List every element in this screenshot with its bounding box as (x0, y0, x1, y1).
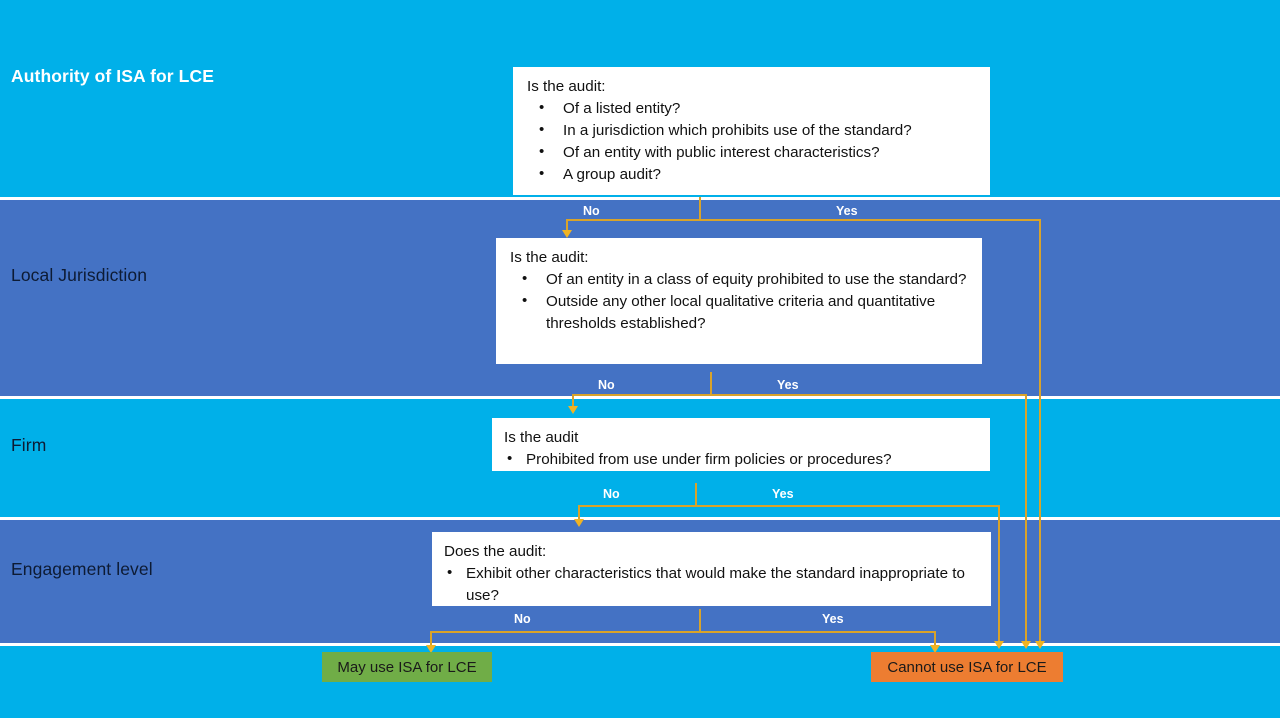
connector-yes-row1 (1039, 219, 1041, 643)
connector-stub-q2 (710, 372, 712, 394)
branch-label-no-row1: No (583, 204, 600, 218)
arrow-yes-row2 (1021, 641, 1031, 649)
arrow-yes-row4 (930, 645, 940, 653)
question-list: Of a listed entity? In a jurisdiction wh… (527, 97, 978, 186)
question-item: Of an entity in a class of equity prohib… (510, 268, 970, 291)
question-box-local-jurisdiction: Is the audit: Of an entity in a class of… (496, 238, 982, 364)
outcome-may-use: May use ISA for LCE (322, 652, 492, 682)
band-separator-4 (0, 643, 1280, 646)
branch-label-no-row3: No (603, 487, 620, 501)
question-item: Of a listed entity? (527, 97, 978, 120)
connector-h-row4 (430, 631, 935, 633)
question-head: Does the audit: (444, 543, 547, 560)
question-head: Is the audit: (527, 78, 606, 95)
band-label-engagement-level: Engagement level (11, 559, 153, 579)
connector-yes-row4 (934, 631, 936, 647)
branch-label-yes-row3: Yes (772, 487, 794, 501)
arrow-no-row2 (568, 406, 578, 414)
question-item: A group audit? (527, 163, 978, 186)
connector-h-row3 (578, 505, 1000, 507)
band-label-local-jurisdiction: Local Jurisdiction (11, 265, 148, 285)
arrow-yes-row1 (1035, 641, 1045, 649)
band-separator-3 (0, 517, 1280, 520)
arrow-no-row4 (426, 645, 436, 653)
question-item: Outside any other local qualitative crit… (510, 290, 970, 335)
connector-stub-q4 (699, 609, 701, 631)
question-box-authority: Is the audit: Of a listed entity? In a j… (513, 67, 990, 195)
question-list: Of an entity in a class of equity prohib… (510, 268, 970, 335)
branch-label-yes-row2: Yes (777, 378, 799, 392)
connector-yes-row3 (998, 505, 1000, 643)
outcome-cannot-use: Cannot use ISA for LCE (871, 652, 1063, 682)
band-outcome (0, 646, 1280, 718)
question-head: Is the audit: (510, 249, 589, 266)
arrow-no-row3 (574, 519, 584, 527)
connector-no-row3 (578, 505, 580, 521)
question-list: Exhibit other characteristics that would… (444, 562, 979, 607)
outcome-label: Cannot use ISA for LCE (887, 658, 1047, 676)
question-box-firm: Is the audit Prohibited from use under f… (492, 418, 990, 471)
connector-no-row4 (430, 631, 432, 647)
connector-h-row2 (572, 394, 1027, 396)
connector-no-row1 (566, 219, 568, 232)
branch-label-yes-row1: Yes (836, 204, 858, 218)
question-box-engagement-level: Does the audit: Exhibit other characteri… (432, 532, 991, 606)
connector-no-row2 (572, 394, 574, 408)
band-label-authority: Authority of ISA for LCE (11, 66, 214, 86)
arrow-yes-row3 (994, 641, 1004, 649)
outcome-label: May use ISA for LCE (337, 658, 477, 676)
branch-label-no-row4: No (514, 612, 531, 626)
connector-h-row1 (566, 219, 1041, 221)
connector-stub-q3 (695, 483, 697, 505)
branch-label-no-row2: No (598, 378, 615, 392)
arrow-no-row1 (562, 230, 572, 238)
connector-yes-row2 (1025, 394, 1027, 643)
question-list: Prohibited from use under firm policies … (504, 448, 978, 471)
question-item: Exhibit other characteristics that would… (444, 562, 979, 607)
branch-label-yes-row4: Yes (822, 612, 844, 626)
band-separator-1 (0, 197, 1280, 200)
question-item: Prohibited from use under firm policies … (504, 448, 978, 471)
connector-stub-q1 (699, 197, 701, 219)
band-separator-2 (0, 396, 1280, 399)
question-item: In a jurisdiction which prohibits use of… (527, 119, 978, 142)
question-head: Is the audit (504, 429, 579, 446)
question-item: Of an entity with public interest charac… (527, 141, 978, 164)
band-label-firm: Firm (11, 435, 47, 455)
